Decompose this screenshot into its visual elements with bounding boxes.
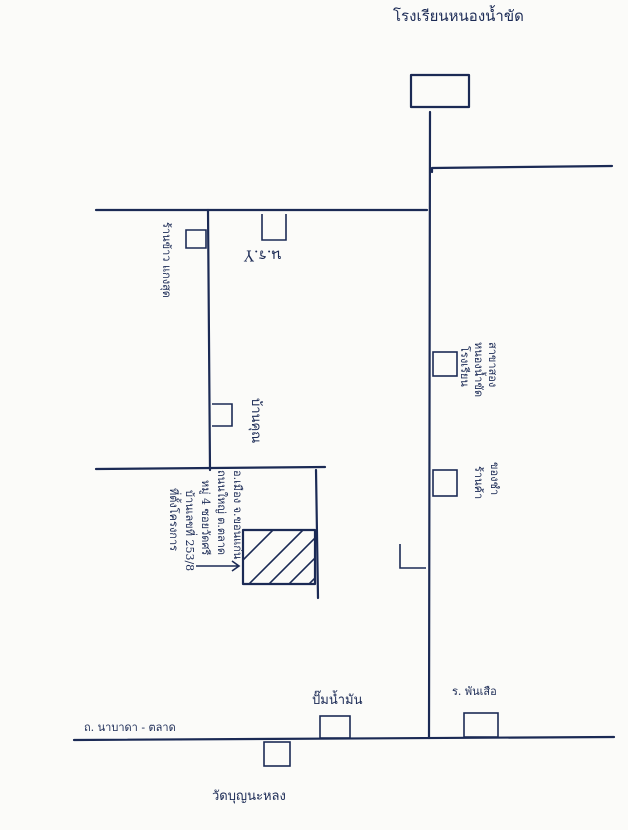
road-label: ถ. นาบาดา - ตลาด: [84, 721, 176, 734]
right-mid-label-3: โรงเรียน: [458, 346, 471, 387]
temple-building: [263, 741, 291, 767]
shop-building: [463, 712, 499, 738]
left-mid-building-label: บ้านคุณ: [248, 398, 263, 444]
target-info-line-3: หมู่ 4 ซอยวัดศรี: [199, 480, 212, 556]
target-info-line-4: บ้านเลขที่ 253/8: [183, 490, 196, 572]
left-low-building: [399, 544, 426, 569]
temple-label: วัดบุญนะหลง: [212, 789, 286, 804]
right-low-label-1: ของชำ: [488, 462, 501, 496]
left-mid-building: [212, 403, 233, 427]
branch-road-right: [430, 164, 614, 174]
right-low-building: [432, 469, 458, 497]
center-top-building: [261, 214, 287, 241]
center-building-label: น.ร.Y: [244, 246, 282, 265]
plot-right-road: [314, 468, 320, 600]
school-label: โรงเรียนหนองน้ำขัด: [393, 7, 524, 25]
target-info-line-5: ที่ตั้งโครงการ: [167, 488, 180, 552]
pointer-arrow: [196, 560, 241, 572]
gas-station-label: ปั๊มน้ำมัน: [312, 693, 363, 708]
left-vertical-road: [206, 208, 212, 472]
middle-cross-road: [94, 465, 327, 471]
right-mid-building: [432, 351, 458, 377]
shop-label: ร. พันเสือ: [452, 685, 497, 698]
target-info-line-2: ถนนใหญ่ ต.ตลาด: [215, 470, 228, 556]
gas-station-building: [319, 715, 351, 739]
target-plot: [241, 528, 317, 586]
target-plot-hatch: [243, 530, 315, 584]
right-mid-label-2: หนองน้ำขัด: [472, 342, 485, 398]
left-top-building-label: ร้านข้าว แกงสุด: [160, 222, 173, 298]
left-top-building: [185, 229, 207, 249]
right-mid-label-1: สาขาสอง: [486, 342, 499, 388]
target-info-line-1: อ.เมือง จ.ขอนแก่น: [231, 470, 244, 560]
right-low-label-2: ร้านค้า: [472, 466, 485, 500]
main-road-vertical: [427, 110, 432, 740]
school-building: [409, 73, 471, 109]
